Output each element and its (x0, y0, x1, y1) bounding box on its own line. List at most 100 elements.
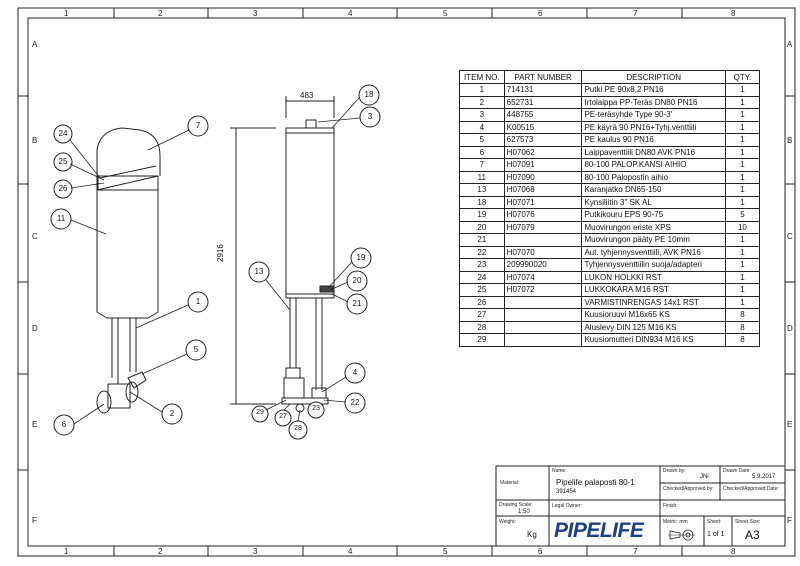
bom-cell-desc: PE kaulus 90 PN16 (581, 133, 726, 147)
bom-cell-item: 24 (459, 270, 505, 284)
checked-date-label: Checked/Approved Date: (723, 486, 779, 492)
balloon-21: 21 (352, 299, 362, 308)
bom-cell-item: 25 (459, 283, 505, 297)
bom-cell-desc: Aut. tyhjennysventtiili, AVK PN16 (581, 245, 726, 259)
balloon-13: 13 (254, 267, 264, 276)
balloon-25: 25 (58, 157, 68, 166)
bom-cell-qty: 8 (724, 308, 761, 322)
balloon-27: 27 (279, 413, 287, 420)
bom-cell-qty: 1 (724, 195, 761, 209)
bom-cell-qty: 1 (724, 95, 761, 109)
zone-col-4-bottom: 4 (348, 547, 353, 556)
balloon-4: 4 (352, 368, 358, 377)
bom-cell-part: H07091 (503, 158, 583, 172)
zone-col-2-bottom: 2 (158, 547, 163, 556)
bom-cell-qty: 1 (724, 233, 761, 247)
balloon-23: 23 (312, 405, 320, 412)
balloon-6: 6 (61, 420, 67, 429)
bom-cell-desc: Aluslevy DIN 125 M16 KS (581, 320, 726, 334)
bom-cell-item: 5 (459, 133, 505, 147)
zone-col-8-bottom: 8 (731, 547, 736, 556)
bom-cell-desc: PE käyrä 90 PN16+Tyhj.venttiili (581, 120, 726, 134)
bom-cell-part (503, 295, 583, 309)
balloon-11: 11 (56, 214, 66, 223)
dimension-height: 2916 (216, 244, 225, 262)
bom-cell-desc: Muovirungon eriste XPS (581, 220, 726, 234)
balloon-circles (50, 84, 381, 440)
bom-cell-desc: Muovirungon pääty PE 10mm (581, 233, 726, 247)
scale-value: 1:50 (518, 509, 530, 515)
bom-cell-qty: 8 (724, 333, 761, 347)
balloon-18: 18 (364, 90, 374, 99)
dimension-width: 483 (300, 91, 314, 100)
bom-cell-item: 26 (459, 295, 505, 309)
bom-cell-qty: 1 (724, 133, 761, 147)
bom-cell-part: H07062 (503, 145, 583, 159)
balloon-7: 7 (195, 121, 201, 130)
bom-cell-item: 21 (459, 233, 505, 247)
zone-col-6: 6 (538, 9, 543, 18)
balloon-22: 22 (350, 398, 360, 407)
zone-col-5: 5 (443, 9, 448, 18)
bom-cell-item: 1 (459, 83, 505, 97)
zone-col-1-bottom: 1 (64, 547, 69, 556)
bom-cell-item: 18 (459, 195, 505, 209)
bom-cell-qty: 1 (724, 158, 761, 172)
balloon-29: 29 (256, 409, 264, 416)
drawn-by-value: JNi (700, 474, 709, 480)
bom-cell-qty: 1 (724, 170, 761, 184)
bom-cell-item: 11 (459, 170, 505, 184)
bom-cell-desc: Putki PE 90x8,2 PN16 (581, 83, 726, 97)
bom-cell-item: 19 (459, 208, 505, 222)
balloon-2: 2 (169, 409, 175, 418)
bom-cell-part: H07090 (503, 170, 583, 184)
bom-cell-item: 22 (459, 245, 505, 259)
bom-header-item: ITEM NO. (459, 70, 505, 84)
title-block-frame (495, 465, 786, 547)
bom-cell-part: 714131 (503, 83, 583, 97)
zone-col-8: 8 (731, 9, 736, 18)
zone-row-e-right: E (787, 420, 793, 429)
zone-col-5-bottom: 5 (443, 547, 448, 556)
bom-cell-desc: Putkikouru EPS 90-75 (581, 208, 726, 222)
bom-cell-desc: Tyhjennysventtiilin suoja/adapteri (581, 258, 726, 272)
balloon-26: 26 (58, 184, 68, 193)
bom-cell-part: H07076 (503, 208, 583, 222)
bom-cell-desc: Karanjatko DN65-150 (581, 183, 726, 197)
bom-cell-item: 4 (459, 120, 505, 134)
bom-cell-desc: Kuusiomutteri DIN934 M16 KS (581, 333, 726, 347)
sheet-label: Sheet: (707, 519, 722, 525)
bom-cell-item: 13 (459, 183, 505, 197)
zone-row-a: A (32, 40, 38, 49)
bom-cell-part: 627573 (503, 133, 583, 147)
bom-cell-qty: 1 (724, 183, 761, 197)
bom-cell-desc: PE-teräsyhde Type 90-3' (581, 108, 726, 122)
zone-col-7-bottom: 7 (633, 547, 638, 556)
checked-by-label: Checked/Approved by: (663, 486, 714, 492)
balloon-19: 19 (356, 253, 366, 262)
bom-cell-item: 29 (459, 333, 505, 347)
front-view (230, 96, 335, 413)
bom-cell-part (503, 308, 583, 322)
zone-row-d: D (32, 324, 38, 333)
material-label: Material: (500, 480, 520, 486)
zone-row-b: B (32, 136, 38, 145)
leader-lines (69, 97, 361, 425)
zone-row-b-right: B (787, 136, 793, 145)
bom-cell-qty: 1 (724, 108, 761, 122)
name-label: Name: (552, 468, 567, 474)
zone-col-3-bottom: 3 (253, 547, 258, 556)
zone-row-d-right: D (787, 324, 793, 333)
